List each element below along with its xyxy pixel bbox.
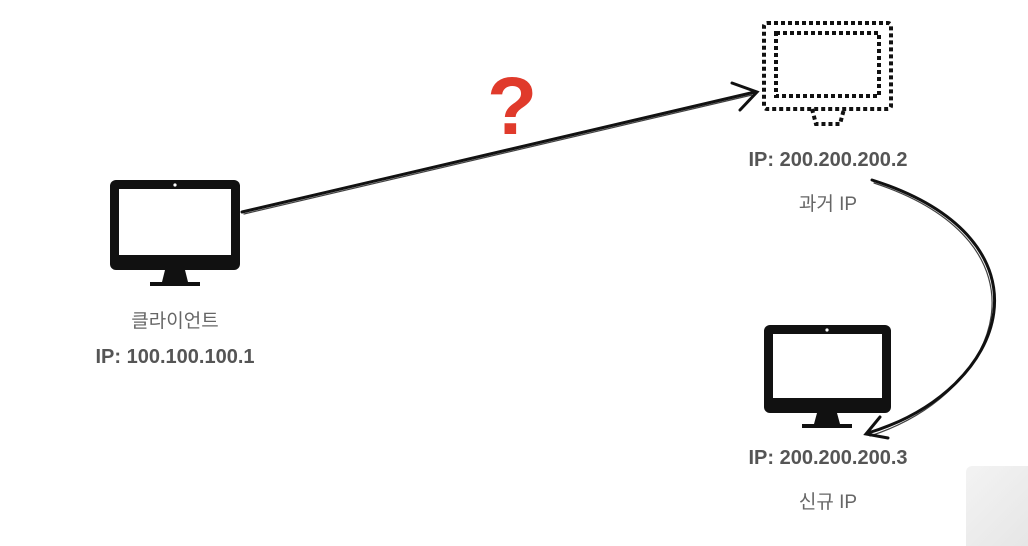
new-server-caption: 신규 IP (798, 492, 858, 513)
old-server-monitor-dotted-icon (762, 21, 893, 126)
corner-shade (966, 466, 1028, 546)
old-server-ip-label: IP: 200.200.200.2 (748, 149, 908, 171)
new-server-monitor-icon (764, 325, 891, 428)
client-name-label: 클라이언트 (131, 311, 219, 332)
arrow-old-to-new-server (863, 178, 996, 440)
old-server-caption: 과거 IP (798, 194, 858, 215)
client-monitor-icon (110, 180, 240, 286)
arrow-client-to-old-server (240, 81, 760, 215)
question-mark-icon: ? (487, 61, 537, 152)
client-ip-label: IP: 100.100.100.1 (95, 346, 255, 368)
new-server-ip-label: IP: 200.200.200.3 (748, 447, 908, 469)
